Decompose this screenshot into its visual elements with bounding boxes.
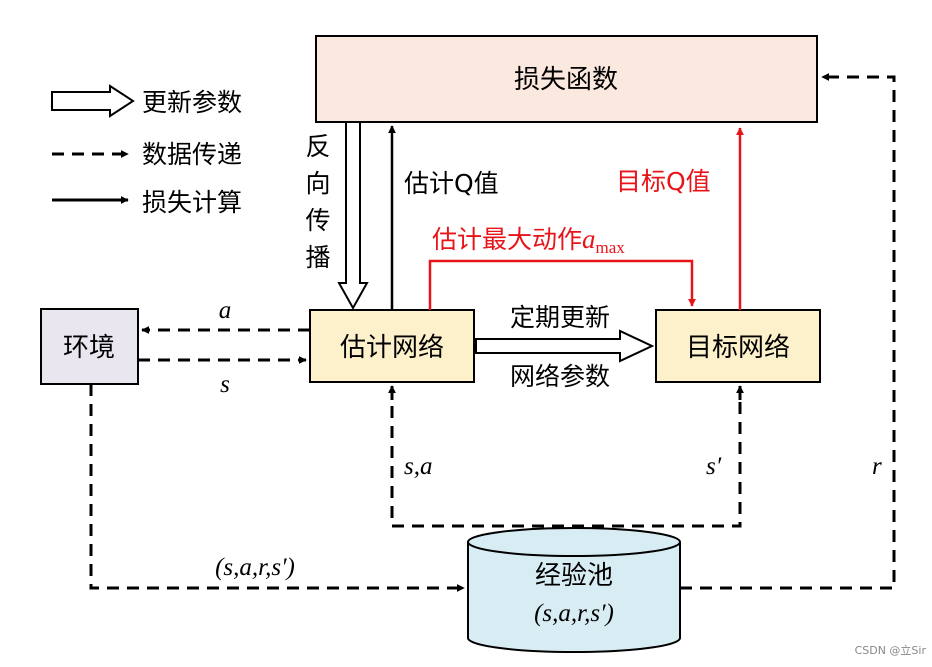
environment-label: 环境 — [63, 333, 115, 363]
transition-tuple-label: (s,a,r,s′) — [215, 554, 295, 581]
state-s-label: s — [220, 371, 230, 398]
backprop-hollow-arrow — [337, 123, 369, 311]
svg-text:向: 向 — [305, 169, 330, 198]
replay-pool-cylinder: 经验池 (s,a,r,s′) — [467, 527, 681, 653]
legend-update-params-label: 更新参数 — [142, 88, 242, 117]
s-prime-label: s′ — [706, 453, 722, 480]
periodic-update-hollow-arrow — [475, 329, 655, 363]
legend-loss-calc-label: 损失计算 — [142, 188, 242, 217]
action-a-label: a — [219, 297, 232, 324]
periodic-update-label: 定期更新 — [510, 303, 610, 332]
svg-text:反: 反 — [305, 132, 330, 161]
estimate-network-box: 估计网络 — [309, 309, 475, 383]
target-q-label: 目标Q值 — [616, 167, 711, 196]
legend-hollow-arrow-icon — [51, 84, 135, 118]
reward-to-loss-arrow — [680, 73, 896, 590]
replay-pool-tuple: (s,a,r,s′) — [534, 600, 614, 627]
sample-to-networks-arrows — [390, 386, 742, 528]
loss-function-box: 损失函数 — [315, 35, 818, 123]
backprop-label: 反 向 传 播 — [305, 132, 330, 272]
target-network-box: 目标网络 — [655, 309, 821, 383]
estimate-max-action-label: 估计最大动作amax — [432, 224, 625, 257]
watermark: CSDN @立Sir — [855, 643, 927, 657]
estimate-q-label: 估计Q值 — [404, 169, 499, 198]
replay-pool-label: 经验池 — [535, 561, 613, 591]
target-network-label: 目标网络 — [686, 333, 790, 363]
s-a-label: s,a — [404, 453, 432, 480]
svg-text:播: 播 — [305, 243, 330, 272]
loss-function-label: 损失函数 — [514, 65, 618, 95]
environment-box: 环境 — [40, 308, 139, 385]
transition-to-pool-arrow — [89, 384, 465, 592]
reward-r-label: r — [872, 453, 882, 480]
estimate-max-action-arrow — [428, 259, 696, 310]
estimate-network-label: 估计网络 — [340, 333, 444, 363]
network-params-label: 网络参数 — [510, 362, 610, 391]
legend: 更新参数 数据传递 损失计算 — [51, 84, 242, 217]
svg-text:传: 传 — [305, 206, 330, 235]
legend-data-transfer-label: 数据传递 — [142, 140, 242, 169]
